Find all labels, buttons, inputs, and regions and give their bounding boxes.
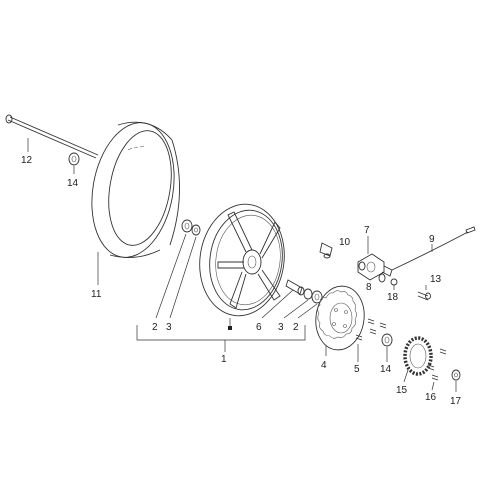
pin-part xyxy=(390,278,398,286)
seal-right-part xyxy=(303,288,313,300)
callout-10: 10 xyxy=(339,237,351,248)
callout-6: 6 xyxy=(256,322,262,333)
washer-part xyxy=(378,273,386,283)
callout-11: 11 xyxy=(91,289,102,300)
assembly-bracket xyxy=(136,325,306,341)
wheel-rim-part xyxy=(199,203,285,330)
seal-left-part xyxy=(191,224,201,236)
disc-bolts-part xyxy=(355,318,387,341)
callout-14b: 14 xyxy=(380,364,392,375)
leader-2a xyxy=(155,233,187,319)
brake-disc-part xyxy=(315,285,365,351)
leader-15 xyxy=(403,369,409,383)
callout-17: 17 xyxy=(450,396,462,407)
callout-14a: 14 xyxy=(67,178,79,189)
leader-3a xyxy=(169,236,197,319)
callout-13: 13 xyxy=(430,274,442,285)
speedo-cable-part xyxy=(391,226,476,271)
callout-12: 12 xyxy=(21,155,33,166)
callout-16: 16 xyxy=(425,392,437,403)
callout-2a: 2 xyxy=(152,322,158,333)
bearing-right-part xyxy=(311,290,323,304)
speedo-drive-part xyxy=(357,253,393,281)
callout-3a: 3 xyxy=(166,322,172,333)
bearing-left-part xyxy=(181,219,193,233)
leader-6 xyxy=(261,289,294,319)
callout-18: 18 xyxy=(387,292,399,303)
leader-2b xyxy=(297,303,318,319)
callout-5: 5 xyxy=(354,364,360,375)
spacer-part xyxy=(285,279,305,296)
tone-ring-part xyxy=(403,336,433,376)
axle-nut-part xyxy=(68,152,80,166)
callout-7: 7 xyxy=(364,225,370,236)
callout-1: 1 xyxy=(221,354,227,365)
ring-bolts-part xyxy=(427,348,447,381)
callout-4: 4 xyxy=(321,360,327,371)
valve-cap-part xyxy=(319,242,333,259)
leader-16 xyxy=(431,381,435,391)
callout-3b: 3 xyxy=(278,322,284,333)
callout-15: 15 xyxy=(396,385,408,396)
callout-2b: 2 xyxy=(293,322,299,333)
axle-nut-right-part xyxy=(381,333,393,347)
tire-part xyxy=(91,121,180,259)
axle-bolt-part xyxy=(5,114,99,159)
ring-nut-part xyxy=(451,369,461,381)
cable-screw-part xyxy=(417,291,431,301)
callout-9: 9 xyxy=(429,234,435,245)
assembly-marker-icon xyxy=(228,326,232,330)
callout-8: 8 xyxy=(366,282,372,293)
leader-3b xyxy=(283,299,309,319)
